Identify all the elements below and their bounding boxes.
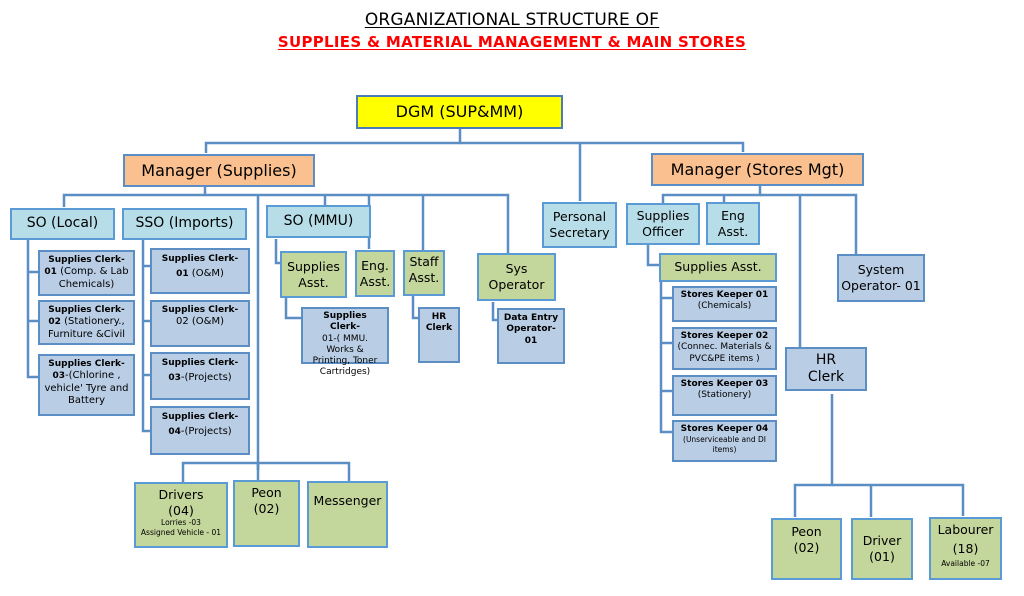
connector xyxy=(284,298,302,320)
personal-secretary-box: Personal Secretary xyxy=(542,202,617,248)
connector xyxy=(661,186,762,203)
stores-supplies-asst-box: Supplies Asst. xyxy=(659,253,777,282)
so-mmu-box: SO (MMU) xyxy=(266,205,371,238)
supplies-officer-box: Supplies Officer xyxy=(626,203,700,245)
mmu-hr-clerk-box: HR Clerk xyxy=(418,307,460,363)
supplies-peon-box: Peon (02) xyxy=(233,480,300,547)
sso-clerk-03: Supplies Clerk- 03-(Projects) xyxy=(150,352,250,400)
sso-imports-box: SSO (Imports) xyxy=(122,208,247,240)
connector xyxy=(760,193,858,255)
dgm-box: DGM (SUP&MM) xyxy=(356,95,563,129)
so-local-clerk-01: Supplies Clerk- 01 (Comp. & Lab Chemical… xyxy=(38,250,135,296)
sso-clerk-01: Supplies Clerk- 01 (O&M) xyxy=(150,248,250,294)
data-entry-operator-box: Data Entry Operator- 01 xyxy=(497,308,565,364)
connector xyxy=(491,302,497,322)
sso-clerk-04: Supplies Clerk- 04-(Projects) xyxy=(150,406,250,455)
chart-title: ORGANIZATIONAL STRUCTURE OF xyxy=(364,10,660,30)
connector xyxy=(274,239,281,265)
connector xyxy=(26,240,38,379)
mmu-supplies-asst-box: Supplies Asst. xyxy=(280,251,347,298)
connector xyxy=(646,244,660,267)
messenger-box: Messenger xyxy=(307,481,388,548)
stores-keeper-01: Stores Keeper 01 (Chemicals) xyxy=(672,286,777,322)
chart-subtitle: SUPPLIES & MATERIAL MANAGEMENT & MAIN ST… xyxy=(277,33,747,51)
staff-asst-box: Staff Asst. xyxy=(403,250,445,296)
manager-supplies-box: Manager (Supplies) xyxy=(123,154,315,187)
sys-operator-box: Sys Operator xyxy=(477,253,556,301)
connector xyxy=(460,141,745,152)
system-operator-box: System Operator- 01 xyxy=(837,254,925,302)
connector xyxy=(411,296,419,320)
stores-hr-clerk-box: HR Clerk xyxy=(785,347,867,391)
stores-keeper-04: Stores Keeper 04 (Unserviceable and DI i… xyxy=(672,420,777,462)
connector xyxy=(793,394,834,517)
connector xyxy=(141,240,150,433)
stores-keeper-02: Stores Keeper 02 (Connec. Materials & PV… xyxy=(672,327,777,370)
manager-stores-box: Manager (Stores Mgt) xyxy=(651,153,864,186)
stores-keeper-03: Stores Keeper 03 (Stationery) xyxy=(672,375,777,416)
connector xyxy=(62,186,207,207)
mmu-supplies-clerk-box: Supplies Clerk- 01-( MMU. Works & Printi… xyxy=(301,307,389,377)
so-local-clerk-03: Supplies Clerk- 03-(Chlorine , vehicle' … xyxy=(38,354,135,416)
stores-peon-box: Peon (02) xyxy=(771,518,842,580)
connector xyxy=(832,483,965,516)
stores-driver-box: Driver (01) xyxy=(851,518,913,580)
labourer-box: Labourer (18) Available -07 xyxy=(929,517,1002,580)
connector xyxy=(204,128,462,153)
sso-clerk-02: Supplies Clerk- 02 (O&M) xyxy=(150,300,250,347)
eng-asst-box: Eng. Asst. xyxy=(355,250,395,297)
connector xyxy=(205,193,510,254)
connector xyxy=(659,281,672,434)
so-local-box: SO (Local) xyxy=(10,208,115,240)
stores-eng-asst-box: Eng Asst. xyxy=(706,202,760,245)
connector xyxy=(258,461,351,482)
drivers-box: Drivers (04) Lorries -03 Assigned Vehicl… xyxy=(134,482,228,548)
so-local-clerk-02: Supplies Clerk- 02 (Stationery., Furnitu… xyxy=(38,300,135,345)
